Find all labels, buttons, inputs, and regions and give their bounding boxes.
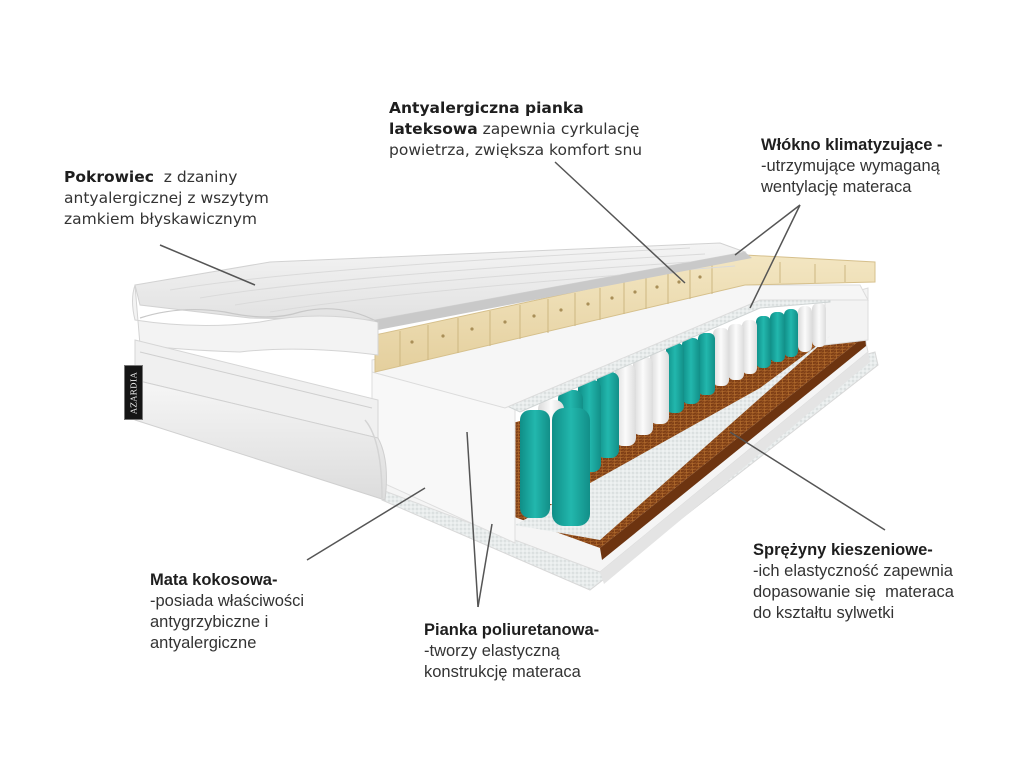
leader-pokrowiec <box>159 244 256 286</box>
leader-fiber-b <box>749 204 801 309</box>
leader-springs <box>729 431 886 531</box>
callout-title: Sprężyny kieszeniowe- <box>753 541 933 559</box>
callout-pokrowiec: Pokrowiec z dzaniny antyalergicznej z ws… <box>64 167 269 230</box>
pocket-springs <box>520 303 826 526</box>
callout-pocket-springs: Sprężyny kieszeniowe- -ich elastyczność … <box>753 540 954 624</box>
brand-tag: AZARDIA <box>124 365 143 420</box>
callout-text: antyalergicznej z wszytym <box>64 189 269 207</box>
callout-text: antyalergiczne <box>150 634 257 652</box>
callout-title: Pianka poliuretanowa- <box>424 621 600 639</box>
callout-title: Antyalergiczna pianka <box>389 99 584 117</box>
callout-pu-foam: Pianka poliuretanowa- -tworzy elastyczną… <box>424 620 599 683</box>
callout-text: -ich elastyczność zapewnia <box>753 562 953 580</box>
brand-logo-text: AZARDIA <box>129 371 138 414</box>
leader-pu-foam-b <box>477 523 493 608</box>
callout-text: antygrzybiczne i <box>150 613 269 631</box>
leader-lines <box>159 161 886 608</box>
callout-title: Mata kokosowa- <box>150 571 278 589</box>
leader-pu-foam-a <box>466 431 479 608</box>
mattress-cover <box>132 242 752 501</box>
leader-latex <box>554 161 686 284</box>
callout-text: zapewnia cyrkulację <box>477 120 640 138</box>
callout-coconut-mat: Mata kokosowa- -posiada właściwości anty… <box>150 570 304 654</box>
callout-latex: Antyalergiczna pianka lateksowa zapewnia… <box>389 98 642 161</box>
callout-text: -utrzymujące wymaganą <box>761 157 940 175</box>
callout-climate-fiber: Włókno klimatyzujące - -utrzymujące wyma… <box>761 135 943 198</box>
callout-title: Włókno klimatyzujące - <box>761 136 943 154</box>
callout-text: zamkiem błyskawicznym <box>64 210 258 228</box>
callout-text: do kształtu sylwetki <box>753 604 895 622</box>
callout-text: z dzaniny <box>153 168 238 186</box>
callout-title: lateksowa <box>389 120 478 138</box>
callout-title: Pokrowiec <box>64 168 154 186</box>
callout-text: konstrukcję materaca <box>424 663 581 681</box>
leader-fiber-a <box>734 204 801 256</box>
callout-text: -posiada właściwości <box>150 592 305 610</box>
callout-text: -tworzy elastyczną <box>424 642 560 660</box>
callout-text: powietrza, zwiększa komfort snu <box>389 141 643 159</box>
callout-text: dopasowanie się materaca <box>753 583 954 601</box>
leader-coconut <box>306 487 426 561</box>
callout-text: wentylację materaca <box>761 178 912 196</box>
